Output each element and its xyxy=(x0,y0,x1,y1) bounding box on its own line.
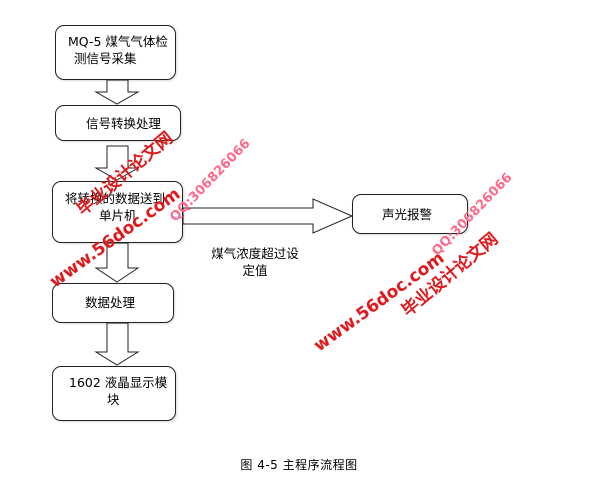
box-alarm-label: 声光报警 xyxy=(382,207,433,222)
box-send-to-mcu-line2: 单片机 xyxy=(99,208,137,223)
arrow-mcu-to-alarm xyxy=(182,198,354,234)
box-signal-conversion-label: 信号转换处理 xyxy=(86,116,162,131)
arrow-sampling-to-conversion xyxy=(94,79,140,105)
box-send-to-mcu: 将转换的数据送到 单片机 xyxy=(52,181,183,243)
edge-label-line1: 煤气浓度超过设 xyxy=(211,246,299,261)
box-send-to-mcu-line1: 将转换的数据送到 xyxy=(65,191,166,206)
box-gas-signal-sampling: MQ-5 煤气气体检 测信号采集 xyxy=(55,25,176,80)
box-signal-conversion: 信号转换处理 xyxy=(55,105,181,141)
edge-label-line2: 定值 xyxy=(242,263,268,278)
arrow-conversion-to-mcu xyxy=(94,145,140,181)
edge-label-threshold: 煤气浓度超过设 定值 xyxy=(205,245,305,279)
figure-caption: 图 4-5 主程序流程图 xyxy=(240,458,358,472)
box-gas-signal-sampling-line1: MQ-5 煤气气体检 xyxy=(68,34,168,49)
box-lcd-display-line1: 1602 液晶显示模 xyxy=(69,375,168,390)
box-gas-signal-sampling-line2: 测信号采集 xyxy=(74,51,137,66)
arrow-processing-to-lcd xyxy=(94,322,140,366)
box-data-processing: 数据处理 xyxy=(52,283,174,323)
box-lcd-display: 1602 液晶显示模 块 xyxy=(52,366,176,421)
box-lcd-display-line2: 块 xyxy=(107,392,120,407)
arrow-mcu-to-processing xyxy=(94,242,140,283)
box-data-processing-label: 数据处理 xyxy=(85,295,136,310)
box-alarm: 声光报警 xyxy=(352,194,468,234)
